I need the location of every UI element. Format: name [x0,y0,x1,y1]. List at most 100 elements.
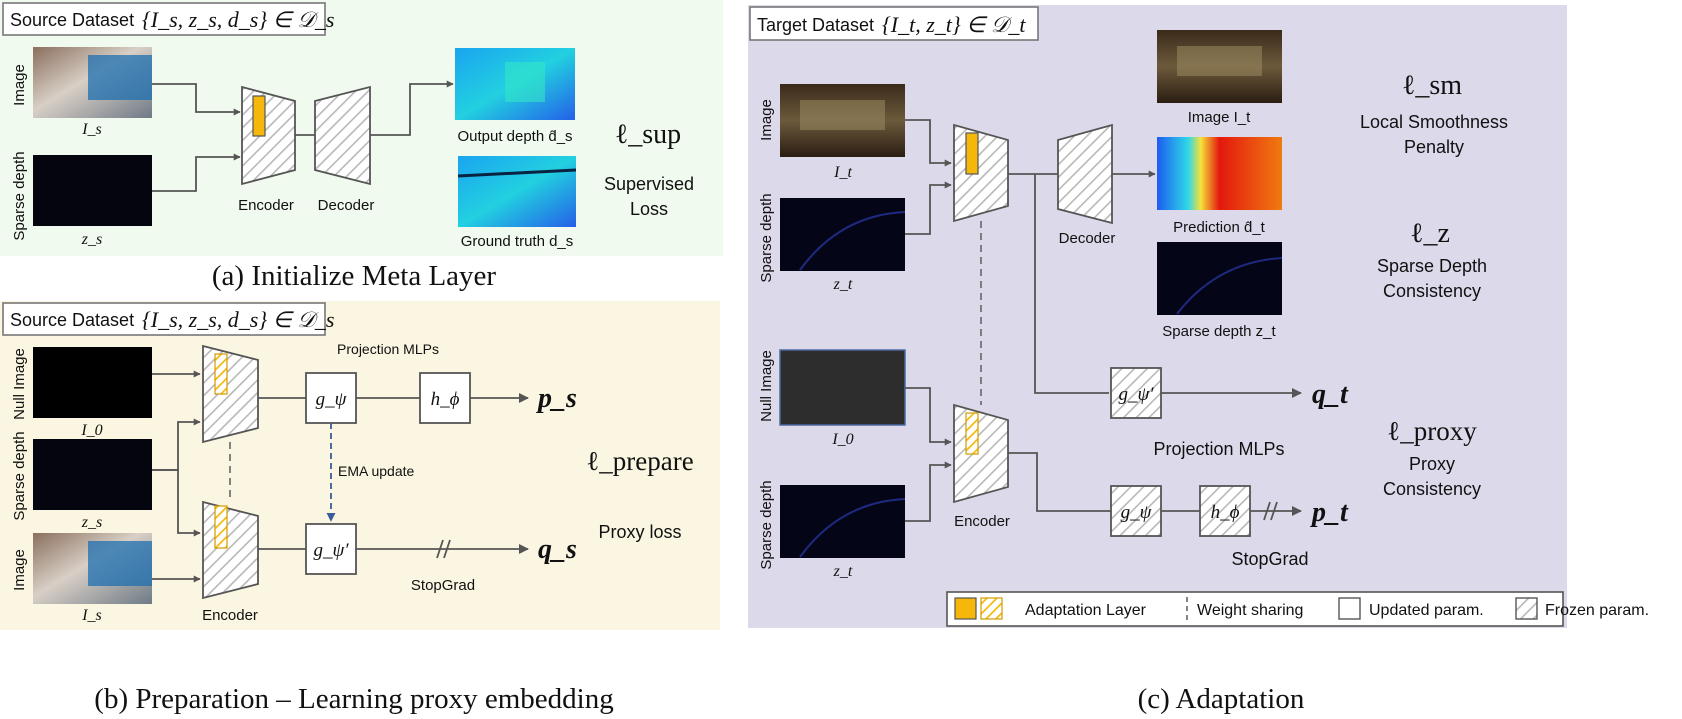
panel-a-decoder-label: Decoder [318,197,375,214]
panel-c-null-var: I_0 [831,431,853,448]
panel-c-sparse-arrow-2 [905,461,952,522]
panel-c-sparse-out-thumbnail [1157,242,1282,315]
panel-c-sparse-out-arc [1176,257,1283,315]
panel-b-adaptation-layer-top [214,353,228,395]
panel-c-adaptation-layer-top [965,132,979,175]
panel-c-enc-g-link [1008,452,1111,512]
panel-c-adaptation-layer-bottom [965,412,979,455]
panel-a-output-arrow [370,80,454,136]
panel-a-caption: (a) Initialize Meta Layer [212,260,497,292]
panel-a-sparse-arrow [152,153,241,192]
panel-b-g-psi: g_ψ [316,389,348,410]
panel-c-decoder [1057,123,1113,225]
panel-c-g-psi: g_ψ [1121,502,1153,523]
panel-b-image-var: I_s [81,607,102,624]
panel-a-adaptation-layer [252,95,266,137]
panel-a-dataset-box [2,2,326,36]
panel-b-g-psi-prime: g_ψ′ [314,540,350,561]
panel-c-image-row-label: Image [758,99,775,141]
panel-c-stopgrad-label: StopGrad [1231,549,1308,569]
panel-c-l-z-name-2: Consistency [1383,281,1481,301]
panel-a-sparse-thumbnail [33,155,152,226]
panel-c-dataset-label: Target Dataset [757,15,874,35]
panel-c-l-z-name-1: Sparse Depth [1377,256,1487,276]
panel-c-encoder-label: Encoder [954,513,1010,530]
legend-updated-label: Updated param. [1369,602,1484,619]
panel-a: Source Dataset {I_s, z_s, d_s} ∈ 𝒟_s Ima… [0,0,723,292]
panel-c-l-proxy-name-1: Proxy [1409,454,1455,474]
panel-c-projection-label: Projection MLPs [1153,439,1284,459]
panel-b-encoder-top [202,344,259,444]
panel-c: Target Dataset {I_t, z_t} ∈ 𝒟_t Image I_… [748,5,1649,715]
panel-b-null-image [33,347,152,418]
panel-c-l-proxy: ℓ_proxy [1387,416,1477,446]
panel-a-loss-name-1: Supervised [604,174,694,194]
panel-b-projection-label: Projection MLPs [337,341,439,357]
panel-c-l-z: ℓ_z [1410,218,1450,249]
legend-adaptation-solid-swatch [954,597,977,620]
panel-a-ground-truth-image [458,156,576,227]
panel-b-dataset-label: Source Dataset [10,310,134,330]
panel-b-stopgrad-mark-2 [443,539,451,559]
panel-c-encoder-bottom [953,403,1009,504]
panel-a-output-depth-region [505,62,545,102]
panel-b-dataset-math: {I_s, z_s, d_s} ∈ 𝒟_s [142,307,334,332]
panel-b-g-psi-prime-box [305,523,357,575]
panel-a-decoder [314,85,371,186]
panel-b-image-object [88,541,152,586]
panel-c-image-var: I_t [833,164,852,181]
panel-b-caption: (b) Preparation – Learning proxy embeddi… [94,683,613,715]
panel-b-h-phi-box [419,372,471,424]
panel-c-null-row-label: Null Image [758,350,775,422]
panel-a-ground-truth-label: Ground truth d_s [461,233,574,250]
legend-adaptation-label: Adaptation Layer [1025,602,1147,619]
panel-c-sparse-out-label: Sparse depth z_t [1162,323,1276,340]
panel-c-l-sm-name-2: Penalty [1404,137,1464,157]
legend-box [946,591,1564,627]
panel-c-l-sm-name-1: Local Smoothness [1360,112,1508,132]
legend-frozen-swatch [1515,597,1538,620]
legend-updated-swatch [1338,597,1361,620]
panel-c-image-out-wall [1177,46,1262,76]
panel-c-sparse-arc-2 [799,498,906,558]
panel-b-dataset-box [2,302,326,336]
panel-c-sparse-arrow [905,181,952,235]
legend-frozen-label: Frozen param. [1545,602,1649,619]
panel-c-prediction-label: Prediction d̂_t [1173,219,1266,236]
panel-c-q-out: q_t [1312,379,1349,410]
panel-c-g-psi-prime: g_ψ′ [1119,384,1155,405]
legend-adaptation-hatched-swatch [980,597,1003,620]
panel-b-null-var: I_0 [80,422,102,439]
panel-c-encoder-top [953,123,1009,223]
panel-c-decoder-label: Decoder [1059,230,1116,247]
panel-c-caption: (c) Adaptation [1138,683,1305,715]
panel-a-output-label: Output depth d̂_s [457,128,572,145]
panel-c-stopgrad-mark-2 [1270,501,1278,521]
panel-a-sparse-var: z_s [81,231,102,248]
panel-c-image-out-label: Image I_t [1188,109,1251,126]
panel-a-image-var: I_s [81,121,102,138]
panel-b-q-out: q_s [538,534,577,565]
panel-a-image-row-label: Image [11,64,28,106]
panel-b-ema-label: EMA update [338,463,414,479]
panel-b-p-out: p_s [536,383,577,414]
panel-c-projection-link [1034,174,1109,394]
legend-sharing-label: Weight sharing [1197,602,1303,619]
panel-a-ground-truth-edge [457,168,577,178]
panel-c-sparse-row-label-2: Sparse depth [758,480,775,569]
panel-b-sparse-var: z_s [81,514,102,531]
panel-c-sparse-arc [799,211,906,271]
panel-c-image-arrow [905,119,952,167]
panel-a-image-object [88,55,152,100]
panel-a-encoder-label: Encoder [238,197,294,214]
panel-a-loss-name-2: Loss [630,199,668,219]
panel-a-image-arrow [152,83,241,116]
panel-c-p-out: p_t [1310,497,1349,528]
panel-a-dataset-math: {I_s, z_s, d_s} ∈ 𝒟_s [142,7,334,32]
panel-b-stopgrad-mark-1 [436,539,444,559]
panel-b-null-row-label: Null Image [11,348,28,420]
panel-c-dataset-box [749,6,1039,41]
panel-a-sparse-row-label: Sparse depth [11,151,28,240]
panel-c-h-phi: h_ϕ [1211,502,1240,523]
